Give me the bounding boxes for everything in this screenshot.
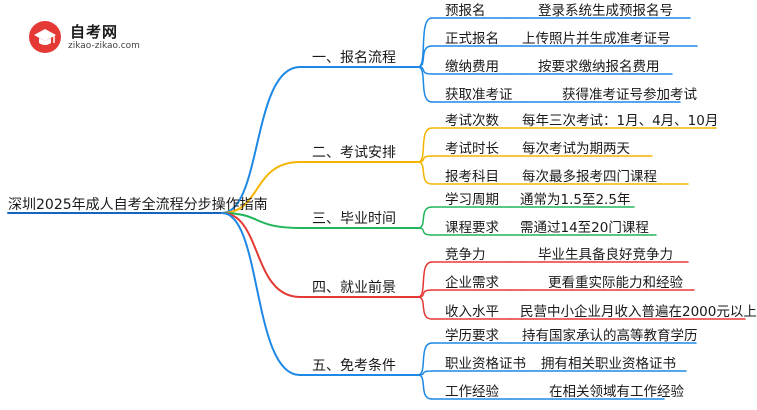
leaf-value: 在相关领域有工作经验	[549, 384, 684, 400]
branch-label: 五、免考条件	[312, 358, 396, 374]
leaf-key: 学历要求	[445, 328, 499, 344]
leaf-connector	[417, 161, 433, 185]
leaf-key: 职业资格证书	[445, 356, 526, 372]
branch-connector	[221, 212, 301, 376]
branch-connector	[221, 212, 301, 229]
leaf-connector	[417, 206, 433, 229]
branch-label: 三、毕业时间	[312, 211, 396, 227]
leaf-key: 课程要求	[445, 220, 499, 236]
leaf-connector	[417, 296, 433, 320]
leaf-value: 更看重实际能力和经验	[548, 275, 683, 291]
leaf-connector	[417, 261, 433, 298]
leaf-value: 毕业生具备良好竞争力	[538, 247, 673, 263]
leaf-connector	[417, 17, 433, 68]
leaf-key: 考试时长	[445, 141, 499, 157]
leaf-value: 登录系统生成预报名号	[538, 3, 673, 19]
leaf-key: 企业需求	[445, 275, 499, 291]
leaf-key: 报考科目	[445, 169, 499, 185]
branch-label: 四、就业前景	[312, 280, 396, 296]
leaf-value: 持有国家承认的高等教育学历	[522, 328, 698, 344]
leaf-key: 考试次数	[445, 113, 499, 129]
leaf-connector	[417, 45, 433, 68]
leaf-value: 按要求缴纳报名费用	[538, 59, 660, 75]
root-topic: 深圳2025年成人自考全流程分步操作指南	[8, 197, 268, 213]
leaf-key: 工作经验	[445, 384, 499, 400]
leaf-connector	[417, 66, 433, 103]
leaf-key: 正式报名	[445, 31, 499, 47]
branch-label: 二、考试安排	[312, 145, 396, 161]
leaf-key: 预报名	[445, 3, 486, 19]
leaf-key: 缴纳费用	[445, 59, 499, 75]
leaf-key: 学习周期	[445, 192, 499, 208]
leaf-value: 每次最多报考四门课程	[522, 169, 657, 185]
watermark-name: 自考网	[70, 23, 119, 41]
leaf-value: 通常为1.5至2.5年	[520, 192, 631, 208]
branch-connector	[221, 212, 301, 298]
leaf-connector	[417, 370, 433, 376]
leaf-connector	[417, 127, 433, 163]
leaf-key: 获取准考证	[445, 87, 513, 103]
leaf-key: 竞争力	[445, 247, 486, 263]
leaf-connector	[417, 374, 433, 400]
branch-connector	[221, 66, 301, 214]
leaf-value: 民营中小企业月收入普遍在2000元以上	[520, 304, 757, 320]
watermark-url: zikao-zikao.com	[68, 41, 140, 51]
leaf-connector	[417, 342, 433, 376]
leaf-value: 每次考试为期两天	[522, 141, 630, 157]
branch-label: 一、报名流程	[312, 50, 396, 66]
leaf-value: 获得准考证号参加考试	[562, 87, 697, 103]
leaf-key: 收入水平	[445, 304, 499, 320]
leaf-connector	[417, 227, 433, 236]
branch-connector	[221, 161, 301, 214]
leaf-value: 每年三次考试：1月、4月、10月	[522, 113, 719, 129]
leaf-value: 需通过14至20门课程	[520, 220, 649, 236]
watermark: 自考网 zikao-zikao.com	[28, 20, 168, 60]
graduation-cap-icon	[29, 21, 61, 53]
leaf-value: 上传照片并生成准考证号	[522, 31, 671, 47]
leaf-value: 拥有相关职业资格证书	[541, 356, 676, 372]
